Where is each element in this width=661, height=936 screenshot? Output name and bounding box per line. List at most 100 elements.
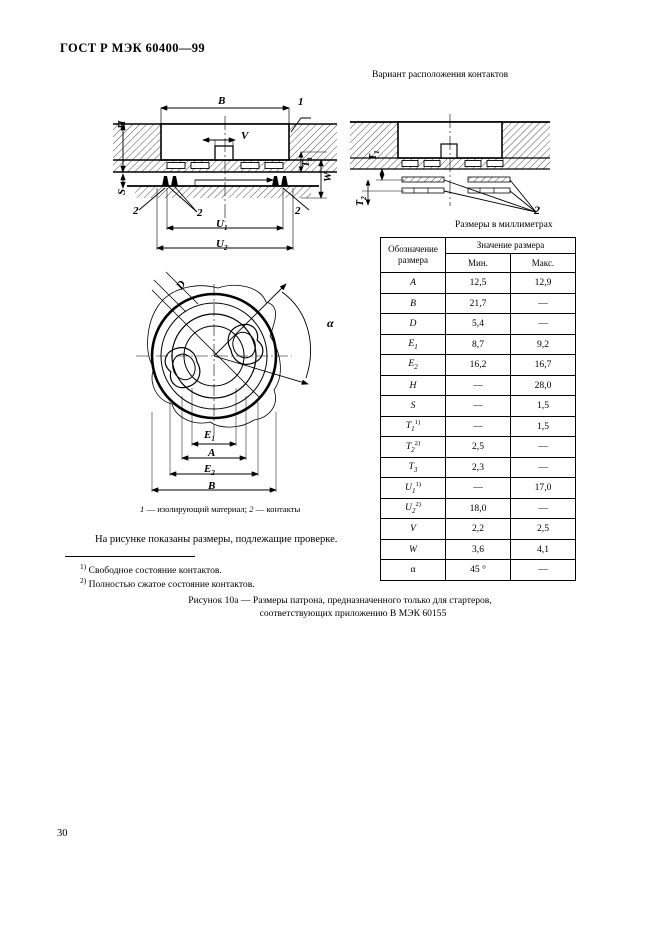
symbol-text: U11) [405,480,421,495]
table-head: Обозначение размера Значение размера Мин… [380,237,576,273]
footnote-1-text: Свободное состояние контактов. [88,565,222,577]
table-row: U11) —17,0 [380,477,576,499]
cell-symbol: α [380,559,446,581]
cell-max: 4,1 [510,538,576,560]
table-row: T22)2,5— [380,436,576,458]
dimension-label-T2: T2 [355,196,368,206]
symbol-text: T3 [408,460,418,474]
cell-max: — [510,313,576,335]
dimension-label-alpha: α [327,316,334,330]
cell-symbol: B [380,292,446,314]
symbol-text: E1 [408,337,418,351]
cell-min: 5,4 [445,313,511,335]
dimension-label-S: S [116,188,128,195]
part-callout-2a: 2 [133,205,139,217]
dimensions-table: Обозначение размера Значение размера Мин… [380,237,576,581]
cell-max: 1,5 [510,395,576,417]
symbol-text: E2 [408,358,418,372]
cell-max: — [510,292,576,314]
units-caption: Размеры в миллиметрах [455,220,553,230]
cell-symbol: A [380,272,446,294]
symbol-text: T11) [405,419,421,434]
cell-symbol: T3 [380,456,446,478]
cell-min: 18,0 [445,497,511,519]
variant-view-svg [350,114,550,213]
cell-symbol: T22) [380,436,446,458]
cell-max: 28,0 [510,374,576,396]
cell-symbol: V [380,518,446,540]
table-row: T11)—1,5 [380,415,576,437]
col-header-symbol: Обозначение размера [380,237,446,273]
cell-symbol: E2 [380,354,446,376]
col-header-symbol-l1: Обозначение [388,244,438,254]
legend-text-1: — изолирующий материал; [144,504,250,514]
part-callout-1: 1 [298,96,304,108]
table-row: S—1,5 [380,395,576,417]
figure-caption: Рисунок 10а — Размеры патрона, предназна… [150,594,530,620]
section-view-svg [113,105,337,251]
dimension-label-T1: T1 [368,150,381,160]
table-header-row-1: Обозначение размера Значение размера [380,237,576,273]
cell-max: 16,7 [510,354,576,376]
cell-max: 2,5 [510,518,576,540]
cell-max: 9,2 [510,333,576,355]
dimension-label-H: H [116,120,128,129]
footnote-separator [65,556,195,557]
dimension-label-T3: T3 [301,157,314,167]
cell-min: 2,2 [445,518,511,540]
symbol-text: V [410,523,416,535]
cell-min: 2,5 [445,436,511,458]
plan-view-svg [136,271,311,493]
cell-max: 17,0 [510,477,576,499]
legend-marker-1: 1 [140,504,145,514]
cell-symbol: T11) [380,415,446,437]
table-row: B 21,7— [380,292,576,314]
cell-symbol: D [380,313,446,335]
lampholder-section-view [105,88,345,266]
dimension-label-U1: U1 [216,218,228,233]
part-callout-2b: 2 [197,207,203,219]
dimension-label-E1: E1 [204,429,215,444]
cell-min: — [445,477,511,499]
symbol-text: W [409,543,417,555]
cell-symbol: H [380,374,446,396]
cell-symbol: U11) [380,477,446,499]
dimension-label-W: W [322,172,334,182]
footnote-2-marker: 2) [80,576,87,585]
cell-symbol: U22) [380,497,446,519]
dimension-label-V: V [241,130,249,142]
cell-symbol: S [380,395,446,417]
cell-min: — [445,374,511,396]
standard-header: ГОСТ Р МЭК 60400—99 [60,41,206,55]
dimension-label-B2: B [208,480,216,492]
table-row: D 5,4— [380,313,576,335]
symbol-text: U22) [405,501,421,516]
cell-min: — [445,395,511,417]
col-header-value: Значение размера [445,237,576,254]
symbol-text: B [410,297,416,309]
dimension-label-B: B [218,95,226,107]
part-callout-2c: 2 [295,205,301,217]
legend-marker-2: 2 [249,504,254,514]
symbol-text: D [409,318,417,330]
col-header-min: Мин. [445,253,511,273]
figure-legend: 1 — изолирующий материал; 2 — контакты [140,504,300,514]
figure-caption-line1: Рисунок 10а — Размеры патрона, предназна… [188,595,492,606]
variant-caption: Вариант расположения контактов [372,70,509,80]
footnote-2-text: Полностью сжатое состояние контактов. [88,579,255,591]
cell-max: 1,5 [510,415,576,437]
legend-text-2: — контакты [253,504,301,514]
cell-min: 21,7 [445,292,511,314]
symbol-text: α [410,564,416,576]
figure-caption-line2: соответствующих приложению В МЭК 60155 [259,608,447,619]
cell-symbol: W [380,538,446,560]
table-row: U22)18,0— [380,497,576,519]
table-header-row-2: Мин. Макс. [381,253,576,273]
cell-min: 8,7 [445,333,511,355]
dimension-label-A: A [208,447,216,459]
